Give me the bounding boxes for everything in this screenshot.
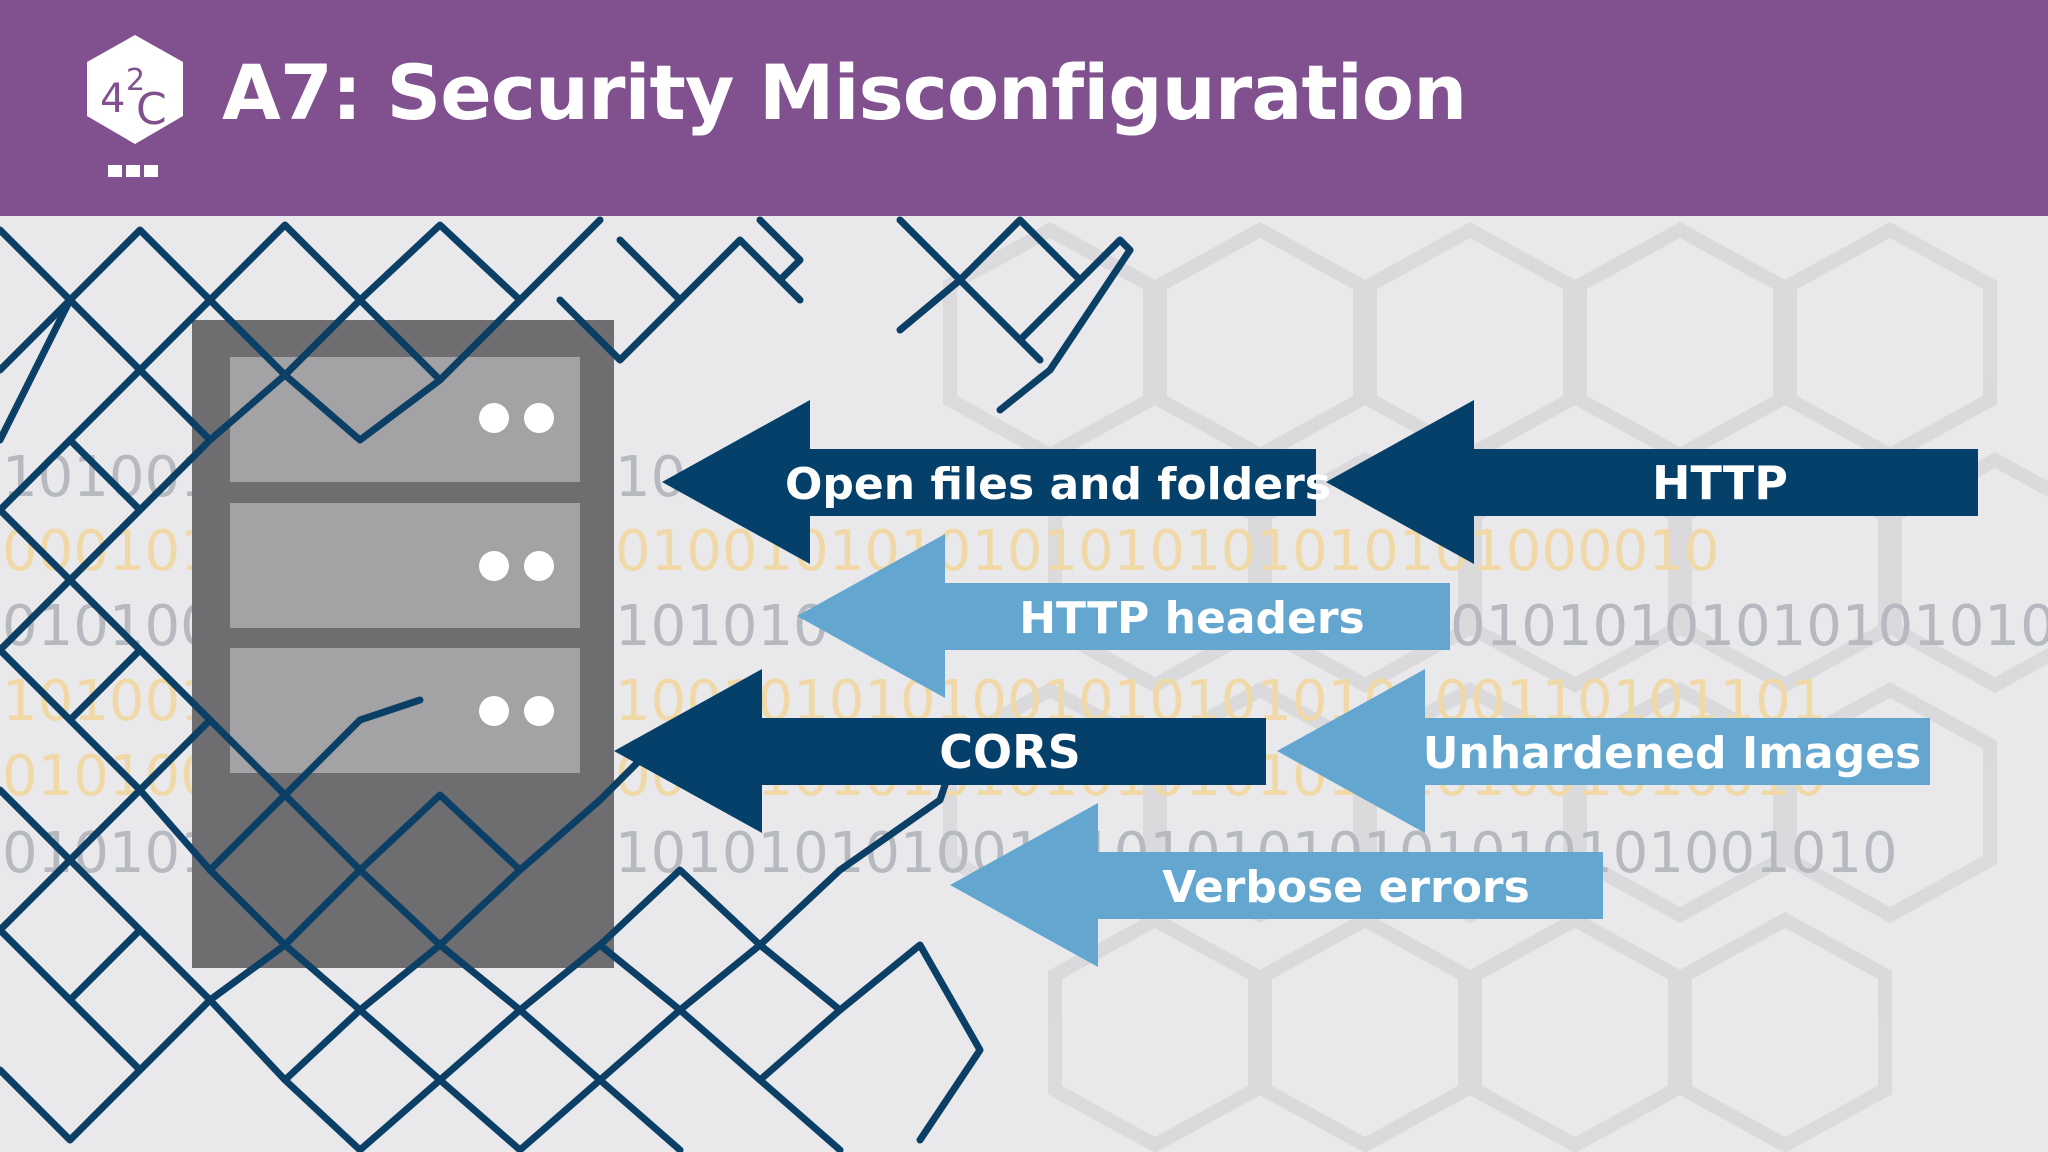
server-panel: [230, 503, 580, 628]
arrow-cors: CORS: [614, 669, 1266, 833]
server-led-icon: [479, 551, 509, 581]
page-title: A7: Security Misconfiguration: [222, 48, 1467, 137]
arrow-open-files: Open files and folders: [662, 400, 1331, 564]
logo-dot-icon: [126, 165, 140, 177]
binary-row: 010101: [2, 821, 216, 886]
logo-hexagon-icon: [87, 35, 183, 144]
logo-text-4: 4: [100, 76, 125, 122]
binary-row: 000101: [2, 519, 216, 584]
arrow-unhardened-images: Unhardened Images: [1277, 669, 1930, 833]
arrow-http-headers: HTTP headers: [797, 534, 1450, 698]
logo-text-2: 2: [126, 63, 145, 98]
arrow-label: HTTP: [1652, 456, 1788, 510]
illustration: 101001 10 000101 01001010101010101010101…: [0, 216, 2048, 1152]
server-led-icon: [524, 403, 554, 433]
arrow-label: Unhardened Images: [1423, 728, 1922, 779]
server-led-icon: [524, 696, 554, 726]
logo: 4 2 C: [87, 35, 183, 177]
logo-dot-icon: [108, 165, 122, 177]
header-bar: 4 2 C A7: Security Misconfiguration: [0, 0, 2048, 216]
binary-row: 010100: [2, 744, 216, 809]
server-panel: [230, 648, 580, 773]
logo-text-c: C: [136, 84, 167, 135]
arrow-http: HTTP: [1326, 400, 1978, 564]
server-led-icon: [524, 551, 554, 581]
server-led-icon: [479, 696, 509, 726]
binary-row: 01010101010101010: [1450, 594, 2048, 659]
logo-dot-icon: [144, 165, 158, 177]
binary-row: 101010: [615, 594, 829, 659]
binary-row: 010100: [2, 594, 216, 659]
arrow-verbose-errors: Verbose errors: [950, 803, 1603, 967]
arrow-label: Verbose errors: [1162, 862, 1530, 913]
arrow-label: HTTP headers: [1019, 593, 1365, 644]
arrow-label: CORS: [939, 725, 1080, 779]
server-rack: [192, 320, 614, 968]
arrow-label: Open files and folders: [785, 459, 1331, 510]
server-led-icon: [479, 403, 509, 433]
